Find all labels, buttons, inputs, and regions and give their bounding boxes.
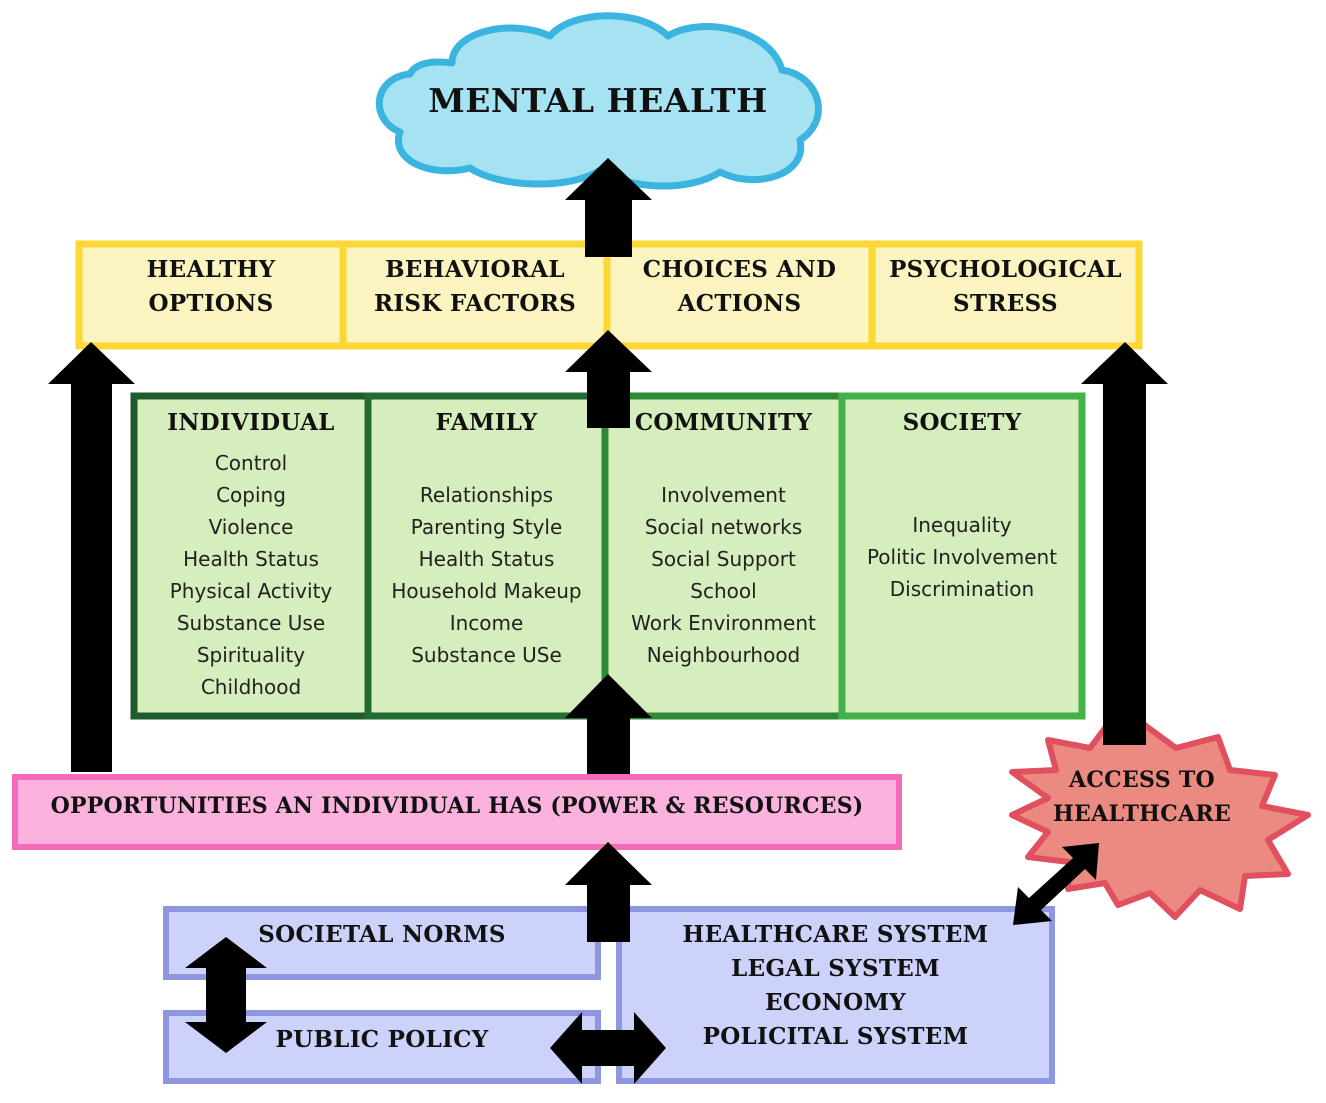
level-row [130,392,1086,720]
list-item: Coping [216,483,286,507]
list-item: Discrimination [889,577,1035,601]
arrow-up-center-lower [565,842,652,942]
mental-health-cloud [375,12,822,190]
list-item: Work Environment [631,611,816,635]
societal-norms-label: SOCIETAL NORMS [258,921,506,948]
list-item: POLICITAL SYSTEM [702,1023,969,1050]
list-item: Health Status [183,547,319,571]
opportunities-label: OPPORTUNITIES AN INDIVIDUAL HAS (POWER &… [50,793,864,819]
arrow-double-horizontal [550,1012,666,1084]
list-item: Spirituality [196,643,306,667]
level-items-individual: Control Coping Violence Health Status Ph… [134,447,368,703]
list-item: Substance Use [176,611,326,635]
arrow-double-diagonal [1013,843,1099,925]
level-heading-individual: INDIVIDUAL [167,409,335,436]
level-heading-family: FAMILY [435,409,538,436]
list-item: Politic Involvement [866,545,1058,569]
mental-health-title: MENTAL HEALTH [428,81,768,120]
arrow-up-center-upper [565,330,652,428]
public-policy-label: PUBLIC POLICY [275,1026,489,1053]
list-item: Substance USe [411,643,562,667]
systems-list: HEALTHCARE SYSTEM LEGAL SYSTEM ECONOMY P… [619,918,1052,1054]
list-item: ECONOMY [765,989,906,1016]
list-item: Health Status [418,547,555,571]
level-items-community: Involvement Social networks Social Suppo… [605,479,842,671]
arrow-up-right [1081,342,1168,745]
list-item: HEALTHCARE SYSTEM [682,921,989,948]
factor-box-psychological-stress [868,240,1143,350]
level-box-society [838,392,1086,720]
list-item: Physical Activity [169,579,333,603]
level-heading-community: COMMUNITY [634,409,813,436]
level-box-family [364,392,609,720]
level-box-individual [130,392,372,720]
factor-box-healthy-options [75,240,347,350]
systems-box [616,906,1055,1084]
list-item: Household Makeup [391,579,582,603]
factor-box-behavioral-risk [339,240,611,350]
opportunities-box [12,774,902,850]
factor-row [75,240,1143,350]
arrow-up-center-middle [565,674,652,774]
factor-behavioral-risk-label: BEHAVIORAL RISK FACTORS [373,256,577,317]
factor-psychological-stress-label: PSYCHOLOGICAL STRESS [889,256,1122,317]
list-item: School [690,579,757,603]
level-box-community [601,392,846,720]
factor-box-choices-actions [603,240,876,350]
list-item: Control [214,451,288,475]
arrow-double-vertical [185,937,267,1053]
list-item: Violence [208,515,294,539]
list-item: LEGAL SYSTEM [731,955,940,982]
list-item: Income [449,611,524,635]
list-item: Relationships [419,483,554,507]
list-item: Inequality [912,513,1012,537]
arrow-up-left [48,342,135,772]
list-item: Neighbourhood [646,643,801,667]
level-heading-society: SOCIETY [902,409,1022,436]
access-to-healthcare-label: ACCESS TO HEALTHCARE [1052,767,1232,827]
list-item: Social networks [644,515,803,539]
factor-healthy-options-label: HEALTHY OPTIONS [146,256,276,317]
list-item: Involvement [661,483,786,507]
level-items-society: Inequality Politic Involvement Discrimin… [842,509,1082,605]
list-item: Social Support [651,547,796,571]
arrow-up-to-mental-health [565,158,652,257]
factor-choices-actions-label: CHOICES AND ACTIONS [642,256,837,317]
level-items-family: Relationships Parenting Style Health Sta… [368,479,605,671]
list-item: Childhood [200,675,302,699]
list-item: Parenting Style [410,515,563,539]
arrows [48,158,1168,1084]
